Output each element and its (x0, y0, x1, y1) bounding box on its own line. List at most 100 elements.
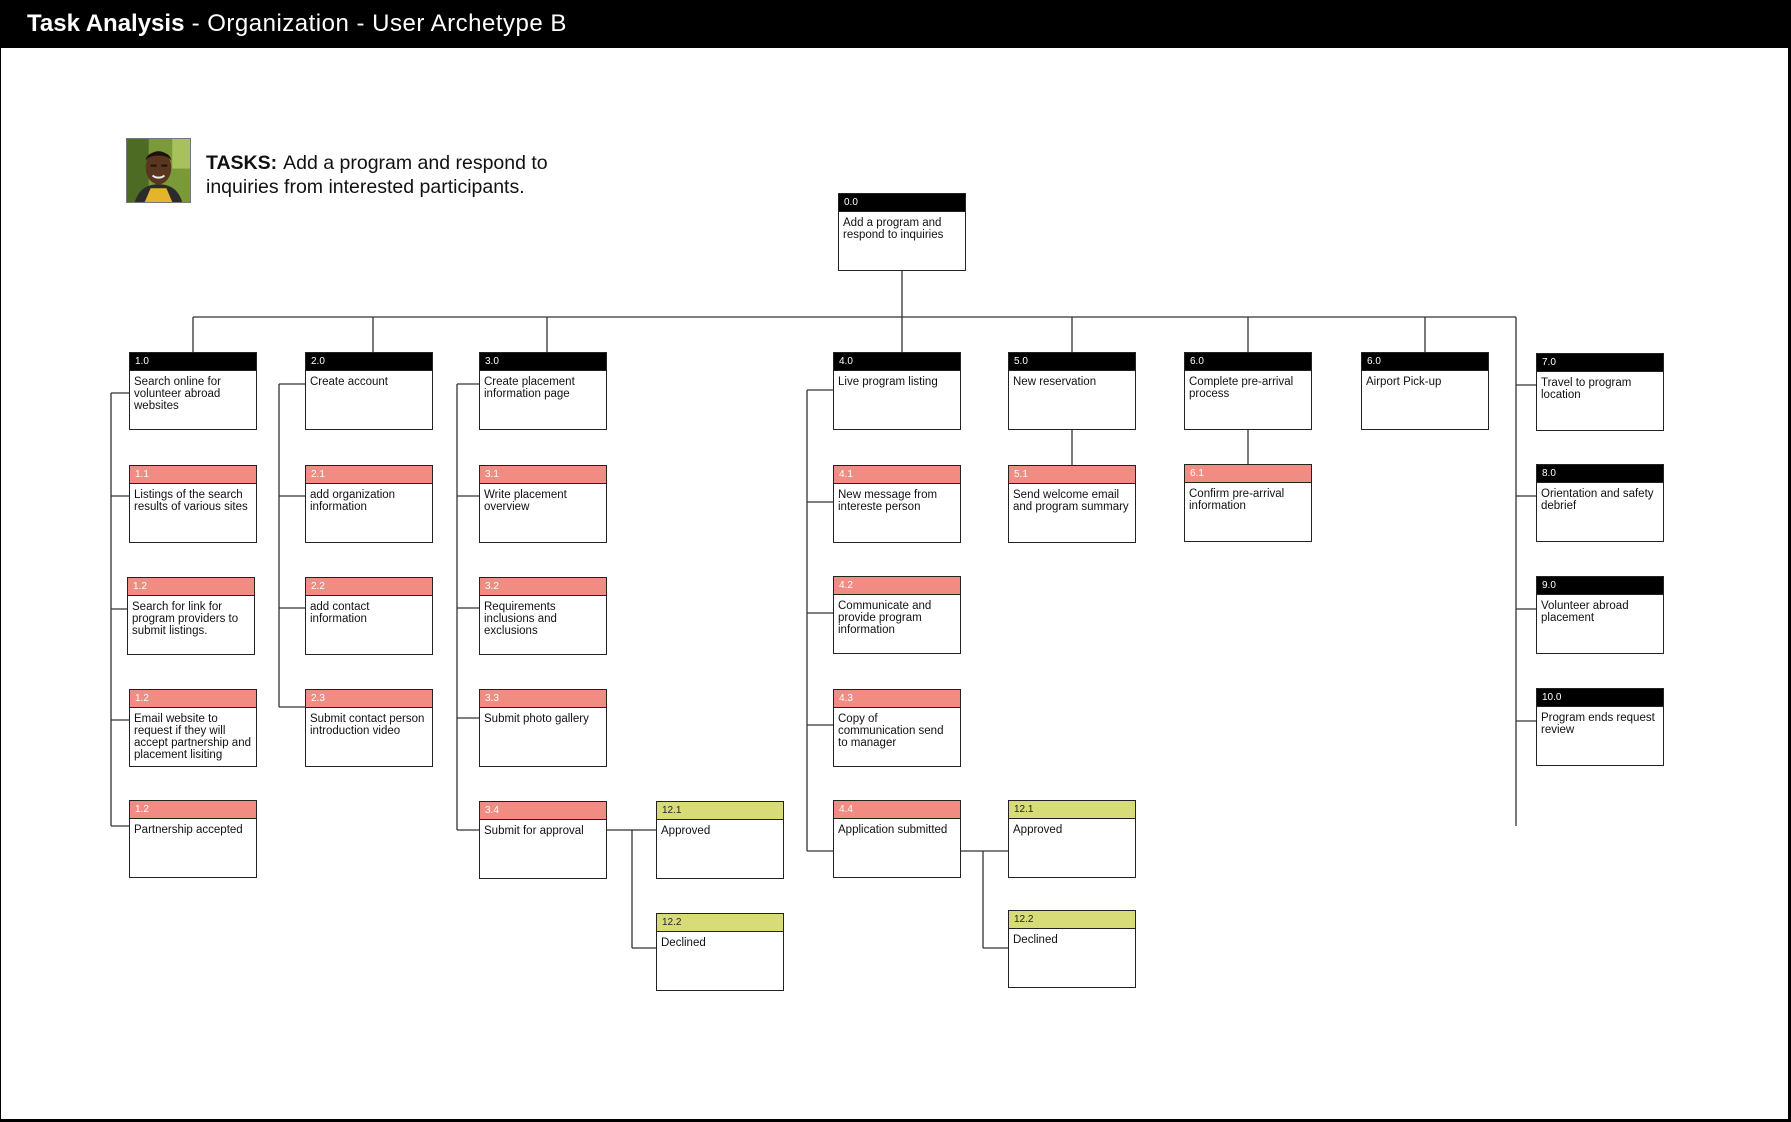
node-label: Confirm pre-arrival information (1189, 488, 1285, 512)
node-label: Program ends request review (1541, 712, 1655, 736)
node-id: 6.0 (1362, 353, 1488, 371)
node-label: Declined (1013, 934, 1058, 946)
node-label: Send welcome email and program summary (1013, 489, 1129, 513)
title-bar: Task Analysis - Organization - User Arch… (0, 0, 1791, 48)
node-id: 9.0 (1537, 577, 1663, 595)
node-label: Search online for volunteer abroad websi… (134, 376, 221, 412)
node-id: 6.1 (1185, 465, 1311, 483)
node-id: 2.3 (306, 690, 432, 708)
node-label: Approved (661, 825, 711, 837)
node-label: Submit contact person introduction video (310, 713, 425, 737)
col3-branch (607, 829, 656, 949)
node-label: add contact information (310, 601, 370, 625)
col2-stubs (279, 383, 305, 708)
title-bold: Task Analysis (27, 10, 185, 37)
col3-stubs (457, 383, 479, 831)
node-id: 1.0 (130, 353, 256, 371)
node-label: Requirements inclusions and exclusions (484, 601, 557, 637)
node-id: 12.2 (657, 914, 783, 932)
node-id: 0.0 (839, 194, 965, 212)
node-id: 1.2 (130, 801, 256, 819)
person-photo-icon (127, 139, 190, 202)
node-id: 7.0 (1537, 354, 1663, 372)
node-id: 3.2 (480, 578, 606, 596)
node-id: 5.1 (1009, 466, 1135, 484)
node-id: 1.2 (130, 690, 256, 708)
task-node-0-0[interactable]: 0.0 Add a program and respond to inquiri… (838, 193, 966, 271)
node-id: 3.3 (480, 690, 606, 708)
node-id: 4.0 (834, 353, 960, 371)
node-id: 12.1 (657, 802, 783, 820)
task-node-2-2[interactable]: 2.2 add contact information (305, 577, 433, 655)
tasks-description: TASKS:Add a program and respond to inqui… (206, 151, 586, 199)
node-id: 5.0 (1009, 353, 1135, 371)
node-label: Create account (310, 376, 388, 388)
node-id: 12.2 (1009, 911, 1135, 929)
node-label: Airport Pick-up (1366, 376, 1442, 388)
node-id: 6.0 (1185, 353, 1311, 371)
node-id: 3.1 (480, 466, 606, 484)
node-label: Write placement overview (484, 489, 567, 513)
node-label: Submit for approval (484, 825, 584, 837)
node-label: Submit photo gallery (484, 713, 589, 725)
node-label: Partnership accepted (134, 824, 243, 836)
node-id: 4.4 (834, 801, 960, 819)
title-rest: - Organization - User Archetype B (184, 10, 567, 37)
avatar (126, 138, 191, 203)
node-id: 3.4 (480, 802, 606, 820)
node-id: 3.0 (480, 353, 606, 371)
node-id: 1.2 (128, 578, 254, 596)
node-label: New reservation (1013, 376, 1097, 388)
tasks-label: TASKS: (206, 152, 278, 174)
col4-branch (961, 850, 1008, 949)
node-id: 10.0 (1537, 689, 1663, 707)
node-label: Communicate and provide program informat… (838, 600, 932, 636)
node-label: Copy of communication send to manager (838, 713, 944, 749)
node-label: add organization information (310, 489, 396, 513)
node-label: Travel to program location (1541, 377, 1632, 401)
node-label: Application submitted (838, 824, 948, 836)
col4-stubs (807, 389, 833, 852)
node-id: 2.0 (306, 353, 432, 371)
node-label: Live program listing (838, 376, 938, 388)
tasks-text: Add a program and respond to inquiries f… (206, 152, 548, 198)
node-label: Volunteer abroad placement (1541, 600, 1629, 624)
node-label: Complete pre-arrival process (1189, 376, 1294, 400)
node-id: 2.2 (306, 578, 432, 596)
col7-stubs (1516, 384, 1536, 722)
node-label: Listings of the search results of variou… (134, 489, 248, 513)
node-id: 1.1 (130, 466, 256, 484)
